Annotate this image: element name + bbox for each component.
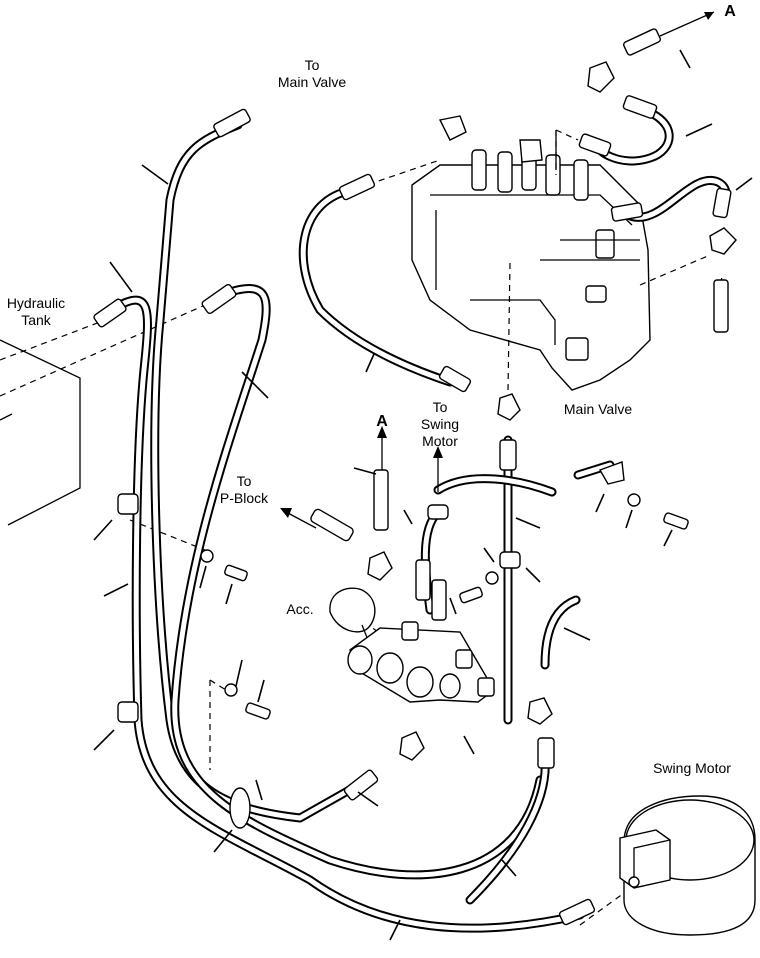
main-valve-body [411, 149, 651, 391]
accumulator-label: Acc. [286, 601, 313, 617]
bolts-and-washers [200, 493, 689, 720]
swing-motor [619, 795, 756, 936]
accumulator [329, 587, 376, 646]
flow-arrows [280, 11, 715, 529]
to-p-block-label-line2: P-Block [220, 490, 269, 506]
leader-lines [93, 49, 753, 941]
to-main-valve-label-line1: To [305, 57, 320, 73]
hydraulic-tank-label-line1: Hydraulic [7, 295, 65, 311]
to-main-valve-label-line2: Main Valve [278, 74, 346, 90]
manifold-block [347, 621, 495, 703]
to-swing-motor-label-line2: Swing [421, 416, 459, 432]
tee-fittings [367, 61, 737, 761]
to-swing-motor-label-line3: Motor [422, 433, 458, 449]
connection-a-top-label: A [724, 3, 736, 20]
swing-motor-label: Swing Motor [653, 760, 731, 776]
to-p-block-label-line1: To [237, 473, 252, 489]
connection-a-mid-label: A [376, 413, 388, 430]
hose-fittings [93, 28, 732, 926]
hydraulic-tank-label-line2: Tank [21, 312, 52, 328]
hydraulic-tank [0, 339, 81, 526]
main-valve-label: Main Valve [564, 401, 632, 417]
hose-clamps [117, 461, 625, 829]
to-swing-motor-label-line1: To [433, 399, 448, 415]
callout-labels: To Main Valve Hydraulic Tank Main Valve … [7, 3, 736, 776]
